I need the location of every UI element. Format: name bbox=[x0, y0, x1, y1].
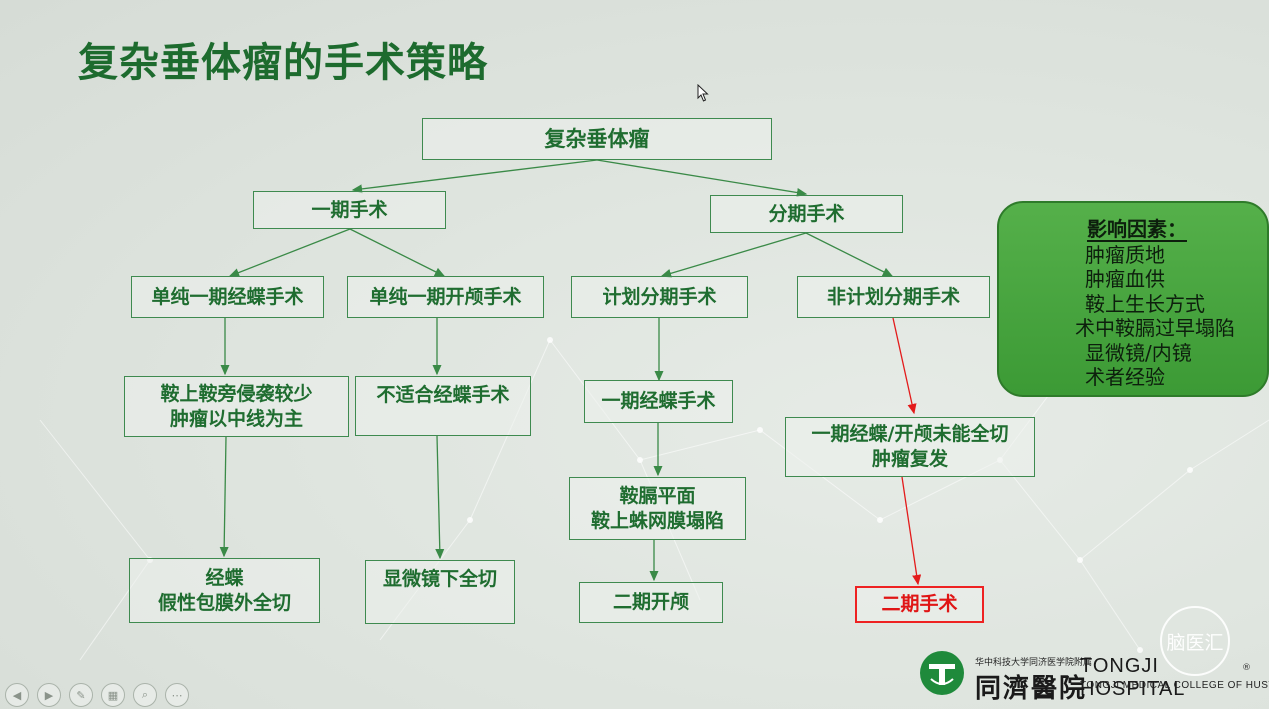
box-l1-b-line1: 经蝶 bbox=[205, 566, 244, 589]
watermark-badge: 脑医汇 bbox=[1160, 606, 1230, 676]
watermark-text: 脑医汇 bbox=[1166, 631, 1224, 654]
box-l2-a-text: 不适合经蝶手术 bbox=[376, 384, 510, 406]
box-l1-b-line2: 假性包膜外全切 bbox=[157, 591, 291, 614]
box-l2-a: 不适合经蝶手术 bbox=[355, 376, 531, 436]
box-l1-b: 经蝶 假性包膜外全切 bbox=[129, 558, 320, 623]
box-r1-b-line1: 鞍膈平面 bbox=[619, 484, 696, 507]
factor-item: 肿瘤质地 bbox=[1085, 243, 1165, 267]
box-l1: 单纯一期经蝶手术 bbox=[131, 276, 324, 318]
factors-heading: 影响因素： bbox=[1087, 217, 1187, 242]
factor-item: 鞍上生长方式 bbox=[1085, 292, 1205, 316]
box-l1-text: 单纯一期经蝶手术 bbox=[151, 285, 304, 308]
box-r1-a: 一期经蝶手术 bbox=[584, 380, 733, 423]
box-root: 复杂垂体瘤 bbox=[422, 118, 772, 160]
box-l2-text: 单纯一期开颅手术 bbox=[369, 285, 522, 308]
box-r1-b: 鞍膈平面 鞍上蛛网膜塌陷 bbox=[569, 477, 746, 540]
pen-icon[interactable]: ✎ bbox=[69, 683, 93, 707]
box-l1-a-line1: 鞍上鞍旁侵袭较少 bbox=[160, 382, 313, 405]
zoom-icon[interactable]: ⌕ bbox=[133, 683, 157, 707]
hospital-college-en: TONGJI MEDICAL COLLEGE OF HUST bbox=[1080, 680, 1269, 691]
box-r1: 计划分期手术 bbox=[571, 276, 748, 318]
box-r1-text: 计划分期手术 bbox=[602, 285, 717, 308]
box-r2-b: 二期手术 bbox=[855, 586, 984, 623]
box-r1-c: 二期开颅 bbox=[579, 582, 723, 623]
factor-item: 术中鞍膈过早塌陷 bbox=[1075, 316, 1235, 340]
box-l1-a-line2: 肿瘤以中线为主 bbox=[169, 407, 303, 430]
tongji-logo-icon bbox=[920, 651, 964, 695]
more-icon[interactable]: ⋯ bbox=[165, 683, 189, 707]
factor-item: 肿瘤血供 bbox=[1085, 267, 1165, 291]
box-staged-text: 分期手术 bbox=[768, 202, 845, 225]
registered-mark: ® bbox=[1242, 663, 1251, 673]
box-r2-a-line1: 一期经蝶/开颅未能全切 bbox=[811, 423, 1009, 445]
next-icon[interactable]: ▶ bbox=[37, 683, 61, 707]
box-r1-a-text: 一期经蝶手术 bbox=[601, 390, 716, 412]
prev-icon[interactable]: ◀ bbox=[5, 683, 29, 707]
box-r2: 非计划分期手术 bbox=[797, 276, 990, 318]
box-l1-a: 鞍上鞍旁侵袭较少 肿瘤以中线为主 bbox=[124, 376, 349, 437]
factor-item: 显微镜/内镜 bbox=[1085, 341, 1192, 365]
box-one-stage: 一期手术 bbox=[253, 191, 446, 229]
box-one-stage-text: 一期手术 bbox=[311, 198, 388, 221]
box-l2-b-text: 显微镜下全切 bbox=[382, 568, 497, 590]
box-r1-c-text: 二期开颅 bbox=[612, 591, 689, 613]
presentation-toolbar: ◀ ▶ ✎ ▦ ⌕ ⋯ bbox=[5, 683, 189, 707]
slide-title: 复杂垂体瘤的手术策略 bbox=[78, 40, 488, 86]
box-r2-a: 一期经蝶/开颅未能全切 肿瘤复发 bbox=[785, 417, 1035, 477]
box-l2: 单纯一期开颅手术 bbox=[347, 276, 544, 318]
box-r2-a-line2: 肿瘤复发 bbox=[871, 448, 948, 470]
box-r1-b-line2: 鞍上蛛网膜塌陷 bbox=[590, 509, 724, 532]
box-root-text: 复杂垂体瘤 bbox=[544, 126, 650, 151]
box-r2-text: 非计划分期手术 bbox=[826, 285, 960, 308]
hospital-name-cn: 同濟醫院 bbox=[975, 674, 1088, 704]
box-r2-b-text: 二期手术 bbox=[881, 593, 958, 615]
box-staged: 分期手术 bbox=[710, 195, 903, 233]
factor-item: 术者经验 bbox=[1085, 365, 1165, 389]
slides-icon[interactable]: ▦ bbox=[101, 683, 125, 707]
factors-panel: 影响因素： 肿瘤质地 肿瘤血供 鞍上生长方式 术中鞍膈过早塌陷 显微镜/内镜 术… bbox=[997, 201, 1269, 397]
hospital-affiliation: 华中科技大学同济医学院附属 bbox=[975, 658, 1093, 668]
hospital-name-en: TONGJI HOSPITAL bbox=[1080, 655, 1186, 700]
box-l2-b: 显微镜下全切 bbox=[365, 560, 515, 624]
mouse-cursor-icon bbox=[697, 84, 709, 102]
